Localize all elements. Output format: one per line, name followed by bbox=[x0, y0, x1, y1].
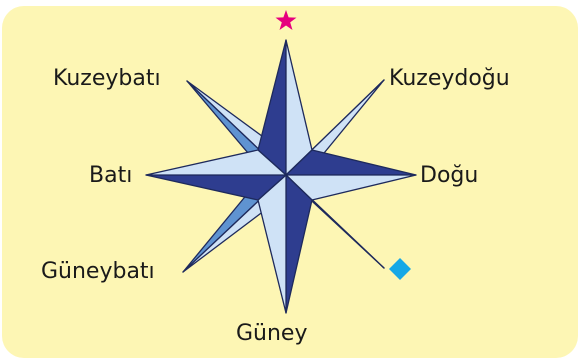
label-south: Güney bbox=[236, 321, 308, 346]
label-west: Batı bbox=[89, 163, 132, 188]
label-south-west: Güneybatı bbox=[41, 259, 155, 284]
label-east: Doğu bbox=[420, 163, 478, 188]
label-north-west: Kuzeybatı bbox=[53, 66, 161, 91]
label-north-east: Kuzeydoğu bbox=[389, 66, 510, 91]
